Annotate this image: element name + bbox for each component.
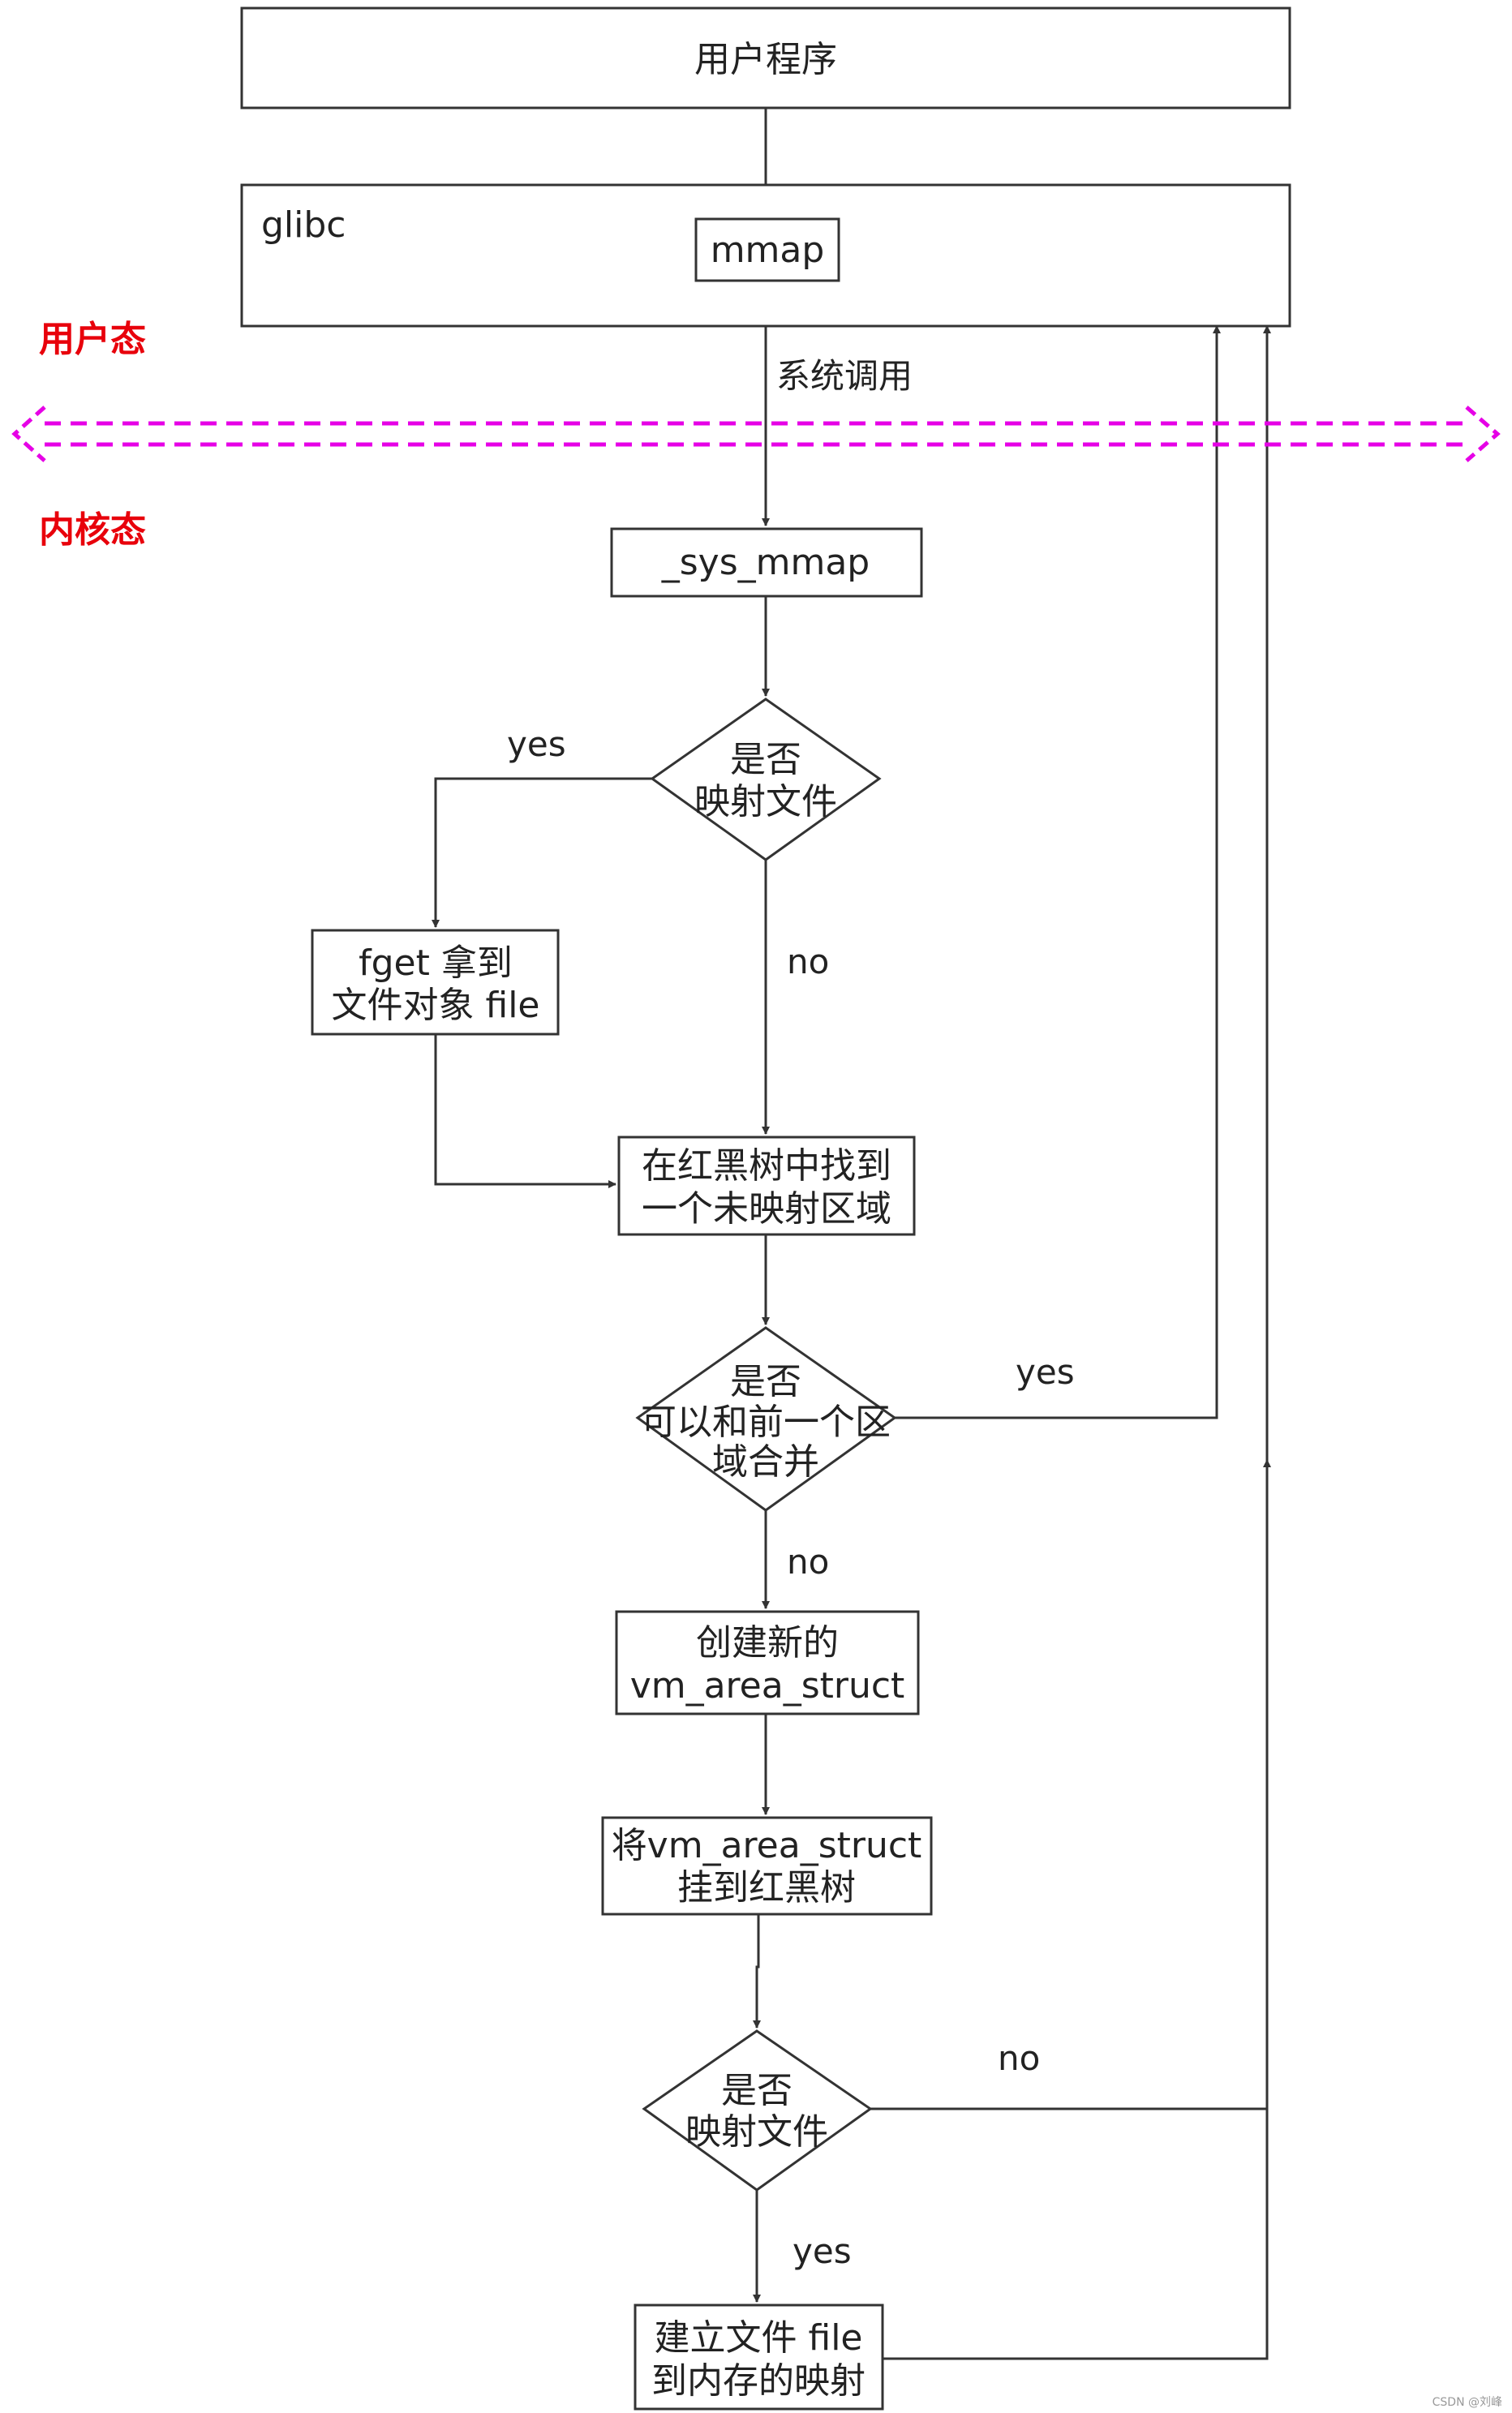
node-build-mapping-line-1: 建立文件 file [655,2317,863,2359]
edge-label-yes-map-file: yes [507,724,566,764]
node-find-region-line-2: 一个未映射区域 [642,1188,891,1230]
node-create-vma-line-1: 创建新的 [696,1622,839,1664]
edge-label-syscall: 系统调用 [776,356,913,396]
node-decision-merge-line-1: 是否 [730,1361,801,1402]
node-find-region-line-1: 在红黑树中找到 [642,1145,891,1187]
node-mmap-label: mmap [711,230,825,271]
node-decision-map-file-2-line-1: 是否 [721,2070,793,2111]
edge-label-yes-merge: yes [1016,1352,1075,1392]
edge-build-to-glibc [883,1459,1271,2360]
zone-label-user-mode: 用户态 [39,319,146,360]
node-attach-vma: 将vm_area_struct 挂到红黑树 [601,1816,933,1916]
node-decision-map-file-2-line-2: 映射文件 [685,2111,828,2153]
edge-label-yes-map-file-2: yes [793,2231,852,2271]
node-sys-mmap-label: _sys_mmap [661,542,870,583]
node-build-mapping: 建立文件 file 到内存的映射 [634,2304,884,2411]
node-sys-mmap: _sys_mmap [610,527,923,598]
edge-attach-to-decision3 [753,1914,761,2029]
edge-label-no-map-file-2: no [998,2038,1040,2078]
node-find-region: 在红黑树中找到 一个未映射区域 [617,1136,916,1236]
edges [432,108,1271,2360]
node-glibc: glibc [240,183,1291,328]
user-kernel-divider [11,406,1501,462]
edge-decision2-yes-to-glibc [895,325,1221,1419]
node-decision-map-file-1-line-1: 是否 [730,739,801,780]
edge-decision1-yes-to-fget [432,777,652,928]
node-fget-line-2: 文件对象 file [332,985,540,1026]
node-decision-map-file-1-line-2: 映射文件 [694,781,837,822]
edge-fget-to-find [434,1034,616,1188]
node-decision-merge: 是否 可以和前一个区 域合并 [635,1326,897,1512]
node-fget: fget 拿到 文件对象 file [311,929,560,1036]
node-attach-vma-line-1: 将vm_area_struct [612,1825,922,1866]
node-mmap: mmap [694,217,840,282]
node-attach-vma-line-2: 挂到红黑树 [677,1867,856,1909]
edge-label-no-merge: no [787,1542,829,1582]
node-build-mapping-line-2: 到内存的映射 [651,2360,866,2402]
node-decision-map-file-2: 是否 映射文件 [642,2029,873,2192]
node-decision-map-file-1: 是否 映射文件 [650,698,882,861]
node-decision-merge-line-2: 可以和前一个区 [641,1402,891,1443]
node-user-program-label: 用户程序 [694,39,837,80]
node-decision-merge-line-3: 域合并 [712,1441,819,1483]
edge-label-no-map-file: no [787,942,829,981]
node-user-program: 用户程序 [240,6,1291,109]
node-fget-line-1: fget 拿到 [359,942,513,984]
watermark: CSDN @刘峰 [1433,2396,1502,2409]
zone-label-kernel-mode: 内核态 [39,509,146,551]
node-glibc-label: glibc [261,204,346,246]
node-create-vma: 创建新的 vm_area_struct [615,1610,920,1715]
node-create-vma-line-2: vm_area_struct [630,1665,905,1707]
